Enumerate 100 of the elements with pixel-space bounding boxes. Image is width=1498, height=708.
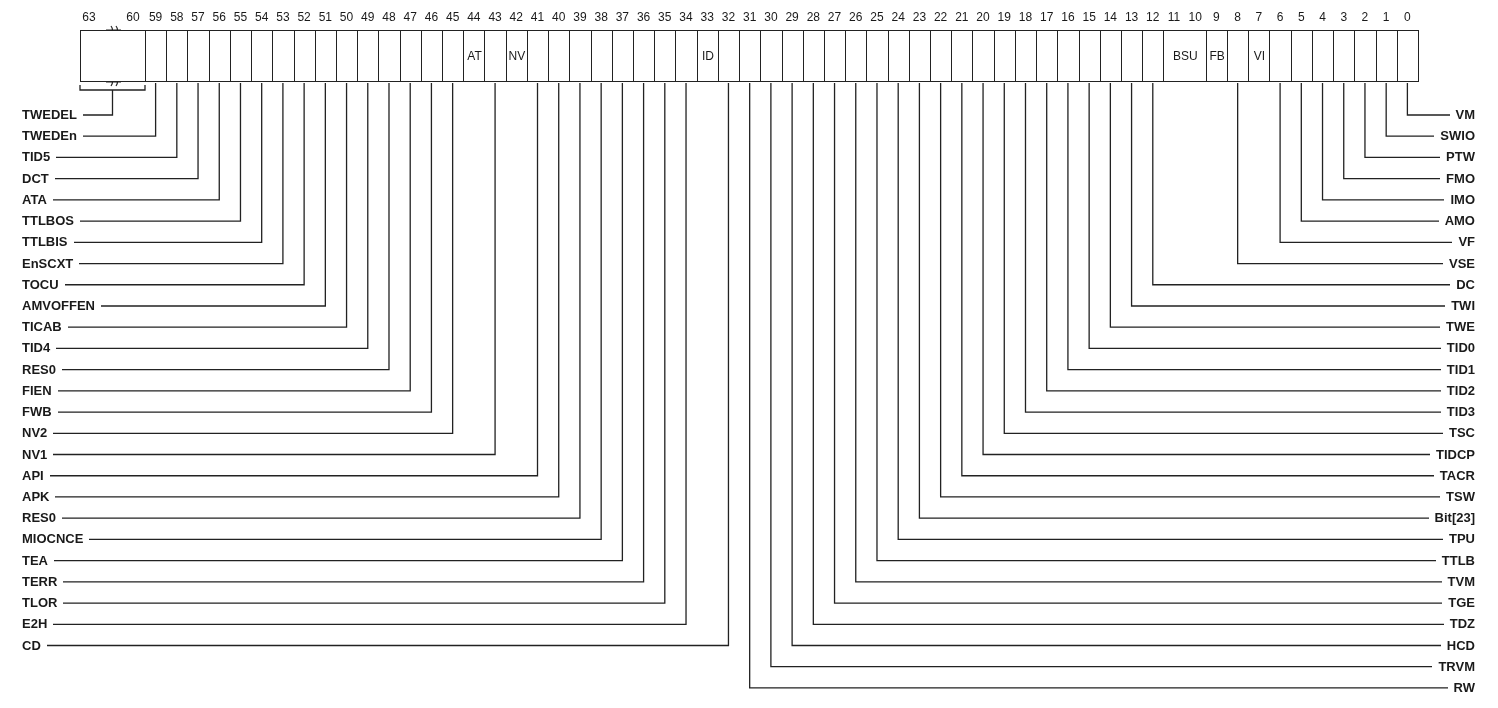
leader-line xyxy=(82,89,114,116)
bit-number: 15 xyxy=(1082,10,1096,24)
bit-cell xyxy=(654,30,677,82)
field-name: VF xyxy=(1458,235,1475,250)
leader-line xyxy=(1343,82,1441,180)
bit-number: 40 xyxy=(552,10,566,24)
field-name: DCT xyxy=(22,171,49,186)
bit-number: 1 xyxy=(1382,10,1390,24)
bit-number: 19 xyxy=(997,10,1011,24)
bit-number: 55 xyxy=(233,10,248,24)
field-name: VM xyxy=(1455,108,1475,122)
field-name: TTLBOS xyxy=(22,214,74,229)
bit-number: 24 xyxy=(891,10,905,24)
field-name: IMO xyxy=(1450,192,1475,207)
field-name: API xyxy=(22,468,44,483)
field-name: TERR xyxy=(22,574,58,589)
bit-number: 47 xyxy=(403,10,417,24)
bit-number: 38 xyxy=(594,10,608,24)
bit-cell xyxy=(145,30,168,82)
bit-cell xyxy=(972,30,995,82)
bit-number: 53 xyxy=(276,10,290,24)
field-name: TVM xyxy=(1447,574,1475,589)
bit-number: 23 xyxy=(912,10,927,24)
bit-number: 43 xyxy=(488,10,502,24)
bit-number: 58 xyxy=(170,10,184,24)
bit-cell xyxy=(251,30,274,82)
bit-number: 7 xyxy=(1255,10,1263,24)
bit-number: 32 xyxy=(721,10,736,24)
field-name: RES0 xyxy=(22,511,56,526)
field-name: TID1 xyxy=(1446,362,1475,377)
field-name: AMO xyxy=(1444,214,1475,229)
bit-number: 63 xyxy=(82,10,96,24)
field-name: TGE xyxy=(1448,596,1475,611)
bit-number: 25 xyxy=(870,10,884,24)
field-name: TTLBIS xyxy=(22,235,68,250)
bit-cell xyxy=(187,30,210,82)
field-name: TOCU xyxy=(22,277,59,292)
leader-line xyxy=(73,82,263,243)
field-name: TSW xyxy=(1446,489,1475,504)
field-name: DC xyxy=(1456,277,1475,292)
bit-field-cell: AT xyxy=(463,30,486,82)
bit-number: 57 xyxy=(191,10,205,24)
bit-number: 60 xyxy=(126,10,140,24)
field-name: TEA xyxy=(22,553,48,568)
bit-number: 37 xyxy=(615,10,630,24)
bit-number: 0 xyxy=(1404,10,1411,24)
leader-line xyxy=(1406,82,1451,116)
bit-number: 49 xyxy=(361,10,375,24)
field-name: TRVM xyxy=(1438,659,1475,674)
field-name: FMO xyxy=(1446,171,1475,186)
bit-cell xyxy=(80,30,147,82)
bit-cell xyxy=(378,30,401,82)
leader-line xyxy=(1237,82,1444,265)
bit-number: 4 xyxy=(1319,10,1326,24)
leader-line xyxy=(1152,82,1451,286)
bit-cell xyxy=(569,30,592,82)
field-name: APK xyxy=(22,489,50,504)
bit-number: 5 xyxy=(1297,10,1305,24)
field-name: TID0 xyxy=(1446,341,1475,356)
field-name: AMVOFFEN xyxy=(22,298,95,313)
bit-number: 42 xyxy=(509,10,523,24)
bit-number: 16 xyxy=(1061,10,1075,24)
field-name: TWEDEL xyxy=(22,108,77,122)
bit-number: 52 xyxy=(297,10,311,24)
bit-number: 31 xyxy=(743,10,757,24)
bit-cell xyxy=(739,30,762,82)
leader-line xyxy=(82,82,157,137)
field-name: TID2 xyxy=(1446,383,1475,398)
field-name: RES0 xyxy=(22,362,56,377)
field-name: E2H xyxy=(22,617,48,632)
field-name: PTW xyxy=(1446,150,1475,165)
bit-number: 30 xyxy=(764,10,778,24)
bit-cell xyxy=(442,30,465,82)
bit-number: 46 xyxy=(424,10,439,24)
bit-cell xyxy=(1057,30,1080,82)
bit-number: 34 xyxy=(679,10,693,24)
field-name: TPU xyxy=(1449,532,1475,547)
bit-cell xyxy=(760,30,783,82)
bit-number: 45 xyxy=(445,10,460,24)
bit-number: 13 xyxy=(1124,10,1139,24)
bit-cell xyxy=(272,30,295,82)
bit-field-cell: BSU xyxy=(1163,30,1208,82)
leader-line xyxy=(1385,82,1435,137)
bit-cell xyxy=(675,30,698,82)
leader-line xyxy=(100,82,326,307)
leader-line xyxy=(79,82,242,222)
bit-cell xyxy=(357,30,380,82)
field-name: TWE xyxy=(1446,320,1475,335)
field-name: VSE xyxy=(1449,256,1475,271)
bit-cell xyxy=(548,30,571,82)
field-name: ATA xyxy=(22,192,47,207)
field-name: HCD xyxy=(1446,638,1475,653)
field-name: TID5 xyxy=(22,150,51,165)
bit-cell xyxy=(951,30,974,82)
bit-cell xyxy=(845,30,868,82)
bit-number: 10 xyxy=(1188,10,1202,24)
bit-number: 20 xyxy=(976,10,990,24)
bit-number: 17 xyxy=(1040,10,1054,24)
leader-line xyxy=(1279,82,1453,243)
bit-number: 2 xyxy=(1361,10,1369,24)
